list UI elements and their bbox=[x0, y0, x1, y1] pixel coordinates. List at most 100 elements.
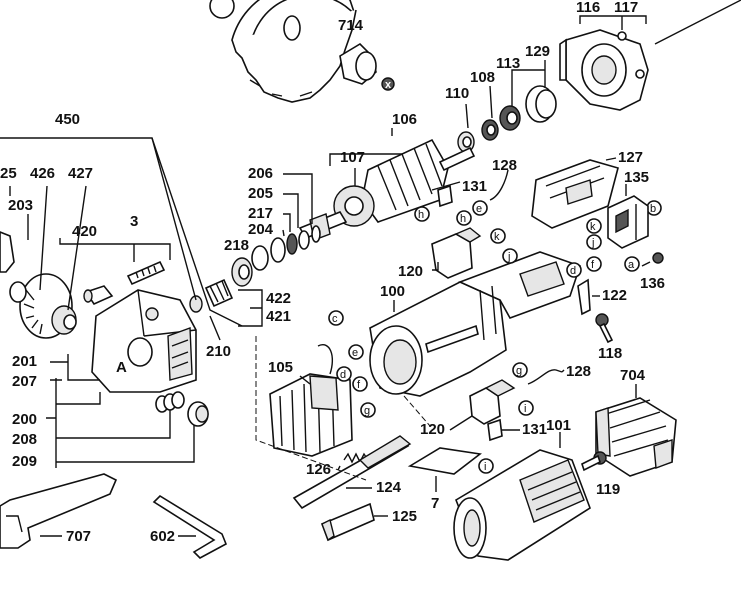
gear-housing-420: A bbox=[91, 289, 197, 393]
connector-135 bbox=[607, 195, 649, 249]
callout-g-105: g bbox=[360, 402, 376, 418]
label-427: 427 bbox=[68, 165, 93, 182]
label-100: 100 bbox=[380, 283, 405, 300]
electronic-module-127 bbox=[531, 159, 619, 229]
svg-text:f: f bbox=[591, 259, 595, 271]
callout-d-105: d bbox=[336, 366, 352, 382]
callout-a: a bbox=[624, 256, 640, 272]
label-205: 205 bbox=[248, 185, 273, 202]
washer-stack bbox=[231, 225, 321, 287]
label-110: 110 bbox=[445, 85, 469, 102]
plate-125 bbox=[320, 502, 375, 542]
svg-text:g: g bbox=[516, 365, 522, 377]
label-129: 129 bbox=[525, 43, 550, 60]
label-113: 113 bbox=[496, 55, 520, 72]
label-707: 707 bbox=[66, 528, 91, 545]
flange-left bbox=[0, 231, 27, 303]
screw-136 bbox=[641, 252, 664, 267]
brush-holder-124 bbox=[292, 435, 412, 510]
callout-c-105: c bbox=[328, 310, 344, 326]
label-217: 217 bbox=[248, 205, 273, 222]
label-108: 108 bbox=[470, 69, 495, 86]
label-210: 210 bbox=[206, 343, 231, 360]
motor-housing-100 bbox=[369, 251, 582, 397]
svg-text:e: e bbox=[476, 203, 482, 215]
label-118: 118 bbox=[598, 345, 622, 362]
svg-text:d: d bbox=[570, 265, 576, 277]
label-422: 422 bbox=[266, 290, 291, 307]
hex-key-602 bbox=[152, 494, 228, 559]
switch-lower-120 bbox=[469, 379, 516, 425]
svg-text:d: d bbox=[340, 369, 346, 381]
filter-704 bbox=[595, 397, 677, 477]
callout-f-105: f bbox=[352, 376, 368, 392]
svg-text:a: a bbox=[628, 259, 635, 271]
bearing-flange-116 bbox=[559, 29, 649, 111]
label-204: 204 bbox=[248, 221, 274, 238]
screw-118 bbox=[595, 313, 614, 344]
label-714: 714 bbox=[338, 17, 364, 34]
label-207: 207 bbox=[12, 373, 37, 390]
callout-e-105: e bbox=[348, 344, 364, 360]
label-105: 105 bbox=[268, 359, 293, 376]
callout-i-bottom: i bbox=[478, 458, 494, 474]
label-128-upper: 128 bbox=[492, 157, 517, 174]
label-124: 124 bbox=[376, 479, 402, 496]
label-426: 426 bbox=[30, 165, 55, 182]
screw-3 bbox=[126, 260, 166, 286]
label-128-lower: 128 bbox=[566, 363, 591, 380]
callout-d-upper: d bbox=[566, 262, 582, 278]
label-120-lower: 120 bbox=[420, 421, 445, 438]
label-101: 101 bbox=[546, 417, 571, 434]
brush-131-upper bbox=[437, 184, 453, 208]
housing-letter-a: A bbox=[116, 359, 127, 376]
label-218: 218 bbox=[224, 237, 249, 254]
label-126: 126 bbox=[306, 461, 331, 478]
label-119: 119 bbox=[596, 481, 620, 498]
bearing-110 bbox=[457, 131, 475, 153]
callout-e-upper: e bbox=[472, 200, 488, 216]
brush-131-lower bbox=[487, 418, 503, 442]
label-206: 206 bbox=[248, 165, 273, 182]
wrench-707 bbox=[0, 473, 118, 549]
bearing-ring-129 bbox=[525, 85, 557, 123]
label-25: 25 bbox=[0, 165, 17, 182]
label-117: 117 bbox=[614, 0, 638, 16]
label-131-upper: 131 bbox=[462, 178, 487, 195]
label-card-7 bbox=[407, 447, 482, 475]
svg-text:g: g bbox=[364, 405, 370, 417]
x-mark: x bbox=[385, 79, 392, 91]
label-107: 107 bbox=[340, 149, 365, 166]
label-120-upper: 120 bbox=[398, 263, 423, 280]
spring-126 bbox=[343, 452, 369, 464]
ring-108 bbox=[481, 119, 499, 141]
callout-j-2: j bbox=[586, 234, 602, 250]
callout-b: b bbox=[646, 200, 662, 216]
svg-text:j: j bbox=[507, 251, 510, 263]
label-420: 420 bbox=[72, 223, 97, 240]
field-coil-105 bbox=[269, 344, 353, 457]
label-208: 208 bbox=[12, 431, 37, 448]
label-135: 135 bbox=[624, 169, 649, 186]
label-116: 116 bbox=[576, 0, 600, 16]
callout-i-lower: i bbox=[518, 400, 534, 416]
label-7: 7 bbox=[431, 495, 439, 512]
label-131-lower: 131 bbox=[522, 421, 547, 438]
svg-text:h: h bbox=[460, 213, 466, 225]
label-203: 203 bbox=[8, 197, 33, 214]
callout-g-lower: g bbox=[512, 362, 528, 378]
clip-122 bbox=[577, 278, 591, 316]
callout-j-1: j bbox=[502, 248, 518, 264]
callout-h-1: h bbox=[414, 206, 430, 222]
svg-text:e: e bbox=[352, 347, 358, 359]
button-209 bbox=[187, 401, 209, 427]
label-704: 704 bbox=[620, 367, 646, 384]
callout-k-2: k bbox=[586, 218, 602, 234]
motor-cover-101 bbox=[453, 449, 591, 561]
svg-text:i: i bbox=[524, 403, 526, 415]
callout-k-1: k bbox=[490, 228, 506, 244]
label-201: 201 bbox=[12, 353, 37, 370]
label-125: 125 bbox=[392, 508, 417, 525]
label-3: 3 bbox=[130, 213, 138, 230]
